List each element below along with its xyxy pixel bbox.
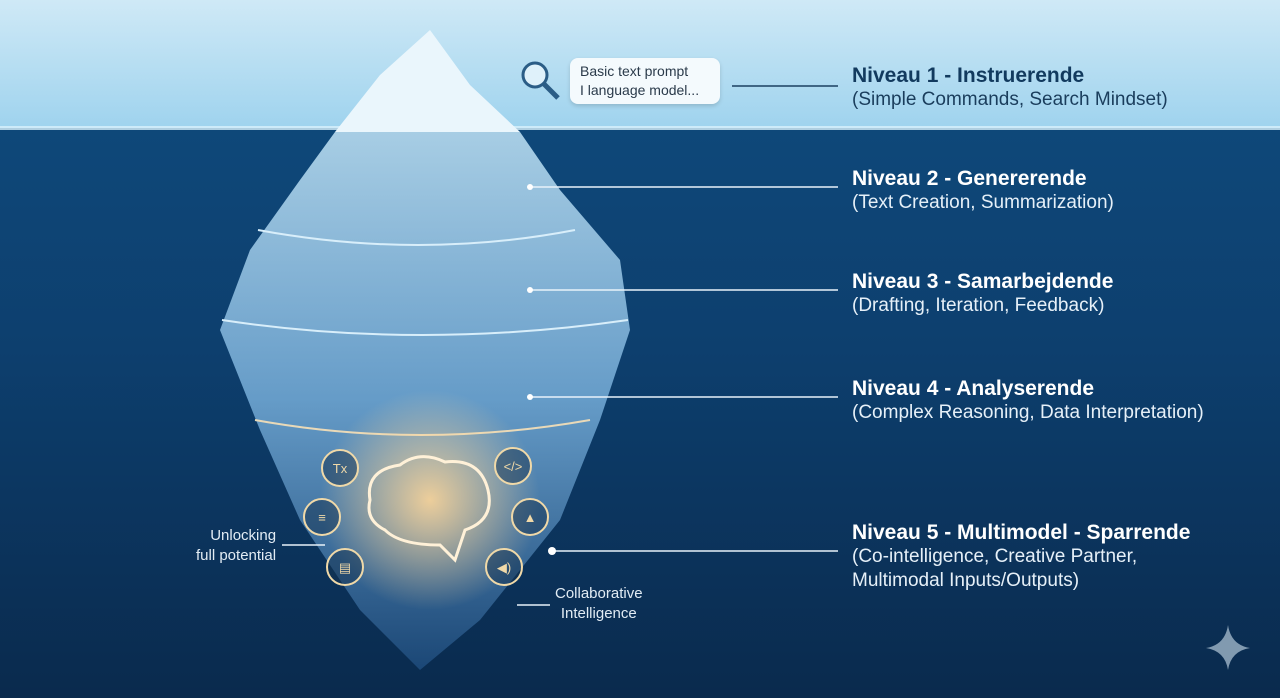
svg-text:</>: </> <box>504 459 523 474</box>
sparkle-icon <box>1206 625 1250 670</box>
side-left-line-2: full potential <box>196 547 277 564</box>
level-title: Niveau 1 - Instruerende <box>852 64 1085 87</box>
layer-line-2 <box>257 229 576 246</box>
brain-glow <box>320 390 540 610</box>
level-1-label: Niveau 1 - Instruerende (Simple Commands… <box>852 64 1168 112</box>
level-subtitle: (Text Creation, Summarization) <box>852 192 1114 213</box>
unlocking-label: Unlocking full potential <box>196 526 276 566</box>
level-title: Niveau 3 - Samarbejdende <box>852 270 1114 293</box>
side-right-line-1: Collaborative <box>555 585 643 602</box>
text-format-icon <box>321 449 359 487</box>
side-right-line-2: Intelligence <box>560 605 637 622</box>
svg-text:▤: ▤ <box>339 560 351 575</box>
code-icon <box>494 447 532 485</box>
level-title: Niveau 5 - Multimodel - Sparrende <box>852 521 1191 544</box>
svg-text:Tx: Tx <box>333 461 348 476</box>
speaker-icon <box>485 548 523 586</box>
iceberg-tip <box>335 30 520 132</box>
svg-text:◀): ◀) <box>497 560 511 575</box>
collaborative-label: Collaborative Intelligence <box>555 584 643 624</box>
level-subtitle: (Complex Reasoning, Data Interpretation) <box>852 402 1204 423</box>
level-subtitle-2: Multimodal Inputs/Outputs) <box>852 570 1080 591</box>
level-title: Niveau 4 - Analyserende <box>852 377 1094 400</box>
svg-text:≡: ≡ <box>318 510 326 525</box>
document-icon <box>326 548 364 586</box>
bubble-line-1: Basic text prompt <box>580 63 689 79</box>
prompt-bubble: Basic text prompt I language model... <box>570 58 720 104</box>
level-title: Niveau 2 - Genererende <box>852 167 1087 190</box>
level-2-label: Niveau 2 - Genererende (Text Creation, S… <box>852 167 1114 215</box>
level-subtitle: (Drafting, Iteration, Feedback) <box>852 295 1105 316</box>
level-5-label: Niveau 5 - Multimodel - Sparrende (Co-in… <box>852 521 1190 593</box>
search-icon <box>521 61 560 100</box>
text-block-icon <box>303 498 341 536</box>
brain-icon <box>367 455 491 563</box>
level-subtitle: (Co-intelligence, Creative Partner, <box>852 546 1138 567</box>
level-4-label: Niveau 4 - Analyserende (Complex Reasoni… <box>852 377 1204 425</box>
side-left-line-1: Unlocking <box>210 527 277 544</box>
image-icon <box>511 498 549 536</box>
bubble-line-2: I language model... <box>580 82 700 98</box>
waterline <box>0 126 1280 130</box>
level-subtitle: (Simple Commands, Search Mindset) <box>852 89 1168 110</box>
svg-text:▲: ▲ <box>524 510 537 525</box>
layer-line-3 <box>221 319 629 336</box>
level-3-label: Niveau 3 - Samarbejdende (Drafting, Iter… <box>852 270 1113 318</box>
